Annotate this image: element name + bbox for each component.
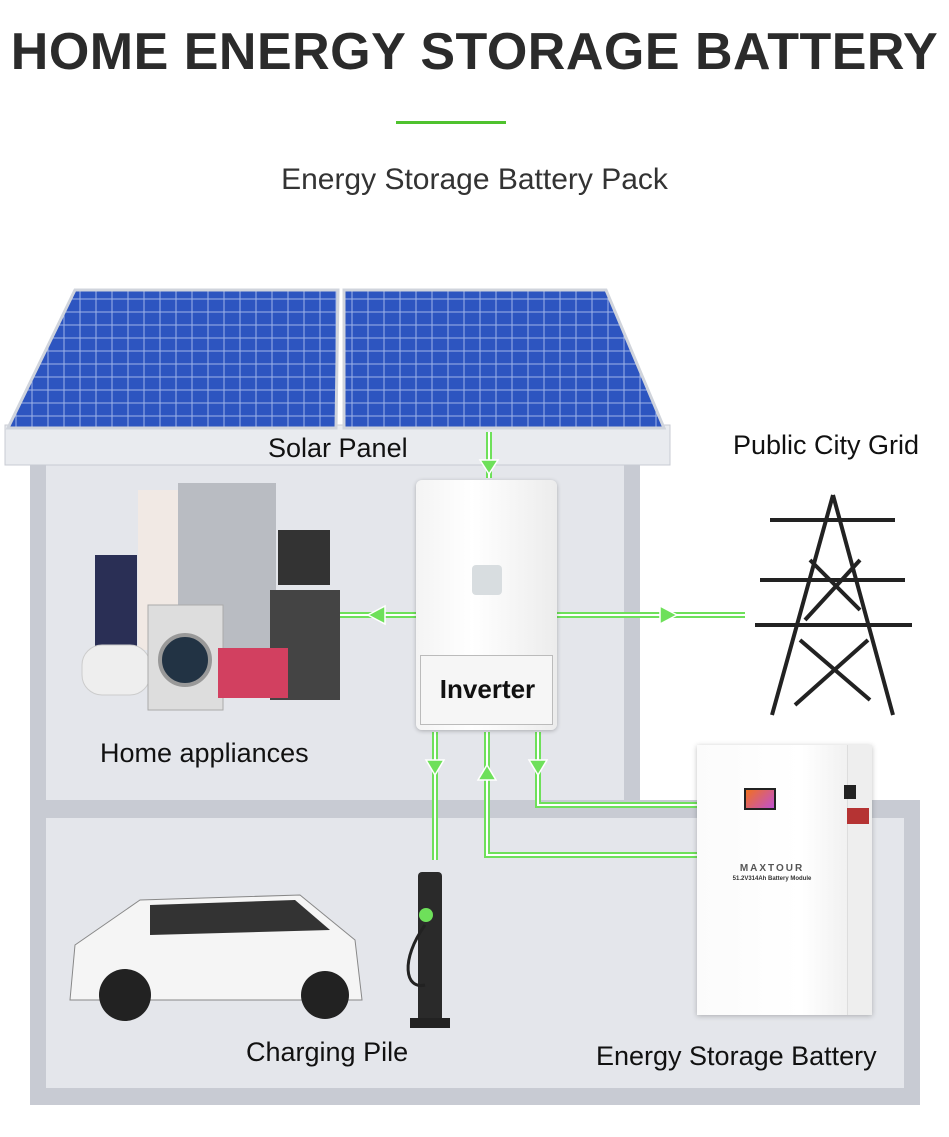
transmission-tower-image	[755, 494, 912, 716]
label-public-city-grid: Public City Grid	[733, 430, 920, 460]
battery-brand: MAXTOUR	[739, 863, 805, 874]
battery-model: 51.2V314Ah Battery Module	[732, 876, 812, 882]
label-charging-pile: Charging Pile	[246, 1037, 409, 1067]
page-subtitle: Energy Storage Battery Pack	[281, 163, 668, 196]
roof	[4, 424, 671, 466]
inverter-label-panel: Inverter	[420, 655, 553, 725]
label-energy-storage-battery: Energy Storage Battery	[596, 1041, 877, 1071]
page-title: HOME ENERGY STORAGE BATTERY	[10, 23, 939, 81]
label-solar-panel: Solar Panel	[268, 433, 408, 463]
inverter-unit: Inverter	[416, 480, 557, 730]
inverter-label: Inverter	[439, 674, 536, 704]
battery-unit: MAXTOUR 51.2V314Ah Battery Module	[697, 745, 872, 1015]
inverter-indicator-icon	[472, 565, 502, 595]
battery-screen	[744, 788, 776, 810]
car-image	[69, 894, 363, 1021]
flow-arrowheads	[366, 459, 679, 781]
home-appliances-image	[81, 483, 340, 711]
charging-pile-image	[406, 872, 450, 1028]
label-home-appliances: Home appliances	[100, 738, 309, 768]
solar-panel-right	[342, 288, 667, 430]
battery-terminal	[847, 808, 869, 824]
battery-switch	[844, 785, 856, 799]
title-divider	[396, 121, 506, 124]
solar-panel-left	[5, 288, 340, 430]
